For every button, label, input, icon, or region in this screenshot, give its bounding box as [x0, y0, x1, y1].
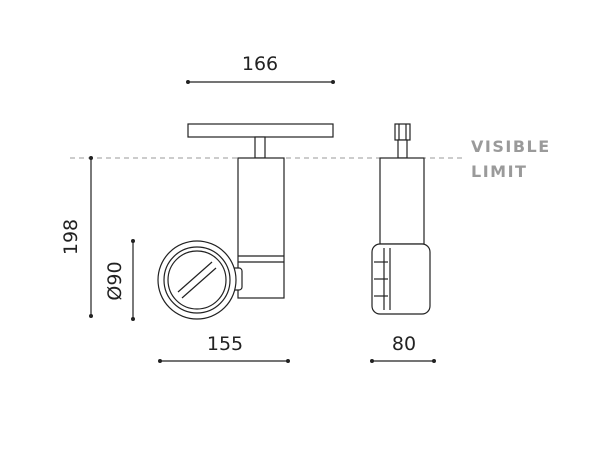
track-adapter	[187, 123, 334, 138]
dimension-lens-diameter: Ø90	[104, 239, 135, 321]
dimension-label-top-width: 166	[242, 53, 278, 75]
dimension-endpoint	[432, 359, 436, 363]
side-stem	[397, 139, 408, 159]
lens-head-outer	[157, 240, 237, 320]
dimension-endpoint	[89, 156, 93, 160]
lens-reflection	[177, 261, 213, 293]
dimension-endpoint	[331, 80, 335, 84]
stem	[254, 136, 266, 159]
lens-glass	[167, 250, 227, 310]
dimension-front-width: 155	[158, 333, 290, 363]
dimension-endpoint	[286, 359, 290, 363]
dimension-label-front-width: 155	[207, 333, 243, 355]
dimension-side-width: 80	[370, 333, 436, 363]
dimension-endpoint	[131, 317, 135, 321]
dimension-top-width: 166	[186, 53, 335, 84]
dimension-endpoint	[370, 359, 374, 363]
dimension-label-side-width: 80	[392, 333, 416, 355]
lamp-body	[237, 157, 285, 299]
side-lamp-body	[379, 157, 425, 245]
visible-limit-annotation: VISIBLE LIMIT	[471, 137, 551, 181]
visible-limit-label-line2: LIMIT	[471, 162, 527, 181]
lens-reflection	[181, 267, 217, 299]
front-view	[157, 123, 334, 320]
side-view	[371, 123, 431, 315]
dimension-endpoint	[158, 359, 162, 363]
dimension-label-lens-diameter: Ø90	[104, 261, 126, 300]
dimension-endpoint	[186, 80, 190, 84]
side-connector	[394, 123, 411, 141]
visible-limit-label-line1: VISIBLE	[471, 137, 551, 156]
dimension-endpoint	[89, 314, 93, 318]
lens-head-ring	[163, 246, 231, 314]
dimension-endpoint	[131, 239, 135, 243]
dimension-label-height: 198	[60, 219, 82, 255]
dimension-height: 198	[60, 156, 93, 318]
